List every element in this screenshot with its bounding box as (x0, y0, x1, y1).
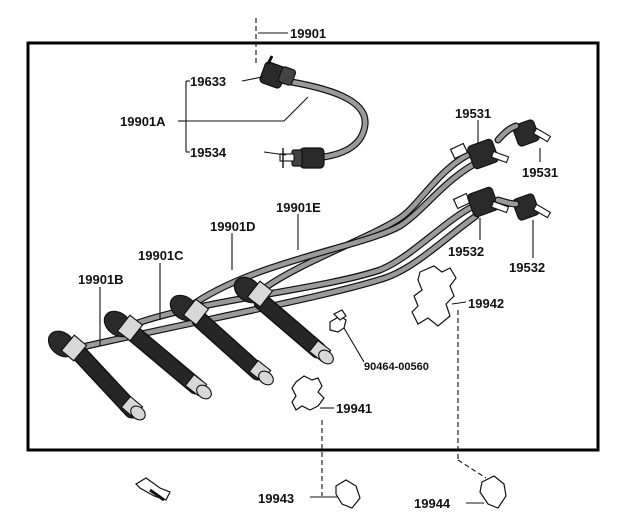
wire-19901B (74, 212, 480, 352)
label-19531-right: 19531 (522, 165, 558, 180)
label-19531-top: 19531 (455, 106, 491, 121)
label-19532-left: 19532 (448, 244, 484, 259)
boot-19532-a (467, 186, 510, 218)
diagram-frame (26, 41, 600, 452)
boot-19633 (259, 55, 297, 89)
label-19633: 19633 (190, 74, 226, 89)
label-19534: 19534 (190, 145, 227, 160)
connector-19944 (466, 475, 507, 509)
plug-boot-1 (47, 330, 146, 421)
boot-19531-a (467, 138, 510, 170)
bracket-19941 (291, 375, 334, 411)
label-19943: 19943 (258, 491, 294, 506)
clip-90464-00560 (329, 309, 365, 363)
boot-19534 (279, 147, 325, 169)
label-19944: 19944 (414, 496, 451, 511)
label-19532-right: 19532 (509, 260, 545, 275)
label-90464-00560: 90464-00560 (364, 361, 429, 373)
label-19901D: 19901D (210, 219, 256, 234)
connector-19943 (135, 477, 361, 509)
label-19901B: 19901B (78, 272, 124, 287)
plug-boot-2 (103, 310, 212, 400)
plug-boot-3 (169, 294, 274, 386)
label-19901: 19901 (290, 26, 326, 41)
label-19901C: 19901C (138, 248, 184, 263)
boot-19532-b (494, 193, 552, 221)
plug-boot-4 (233, 276, 334, 365)
label-19941: 19941 (336, 401, 372, 416)
label-19942: 19942 (468, 296, 504, 311)
wire-19901E (258, 146, 482, 294)
boot-19531-b (494, 119, 552, 147)
wire-19901A (276, 76, 369, 162)
label-19901A: 19901A (120, 114, 166, 129)
label-19901E: 19901E (276, 200, 321, 215)
bracket-19942 (411, 265, 467, 327)
